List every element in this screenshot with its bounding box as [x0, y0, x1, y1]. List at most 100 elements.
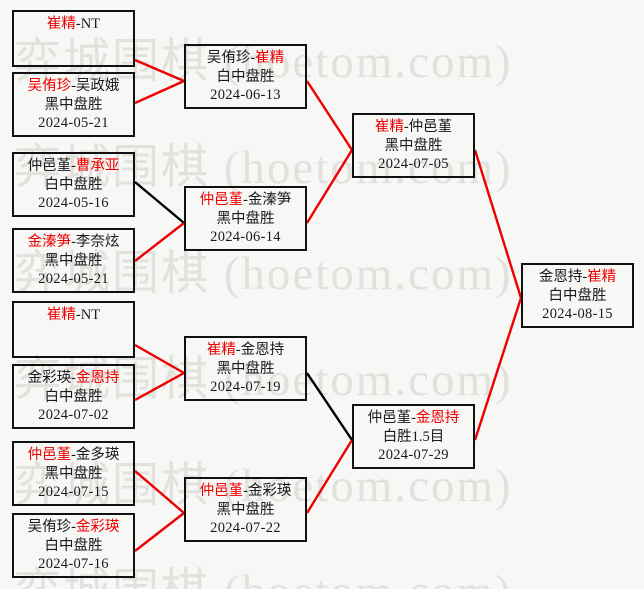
- player-separator: -: [403, 119, 409, 135]
- player-left: 崔精: [206, 342, 236, 358]
- match-date: 2024-08-15: [542, 306, 613, 322]
- player-separator: -: [71, 234, 76, 250]
- player-left: 仲邑堇: [199, 483, 244, 499]
- match-result: 黑中盘胜: [384, 137, 443, 154]
- match-date: 2024-07-02: [38, 407, 109, 423]
- match-result: 黑中盘胜: [216, 210, 275, 227]
- match-box[interactable]: 金溱笋-李奈炫黑中盘胜 2024-05-21: [12, 228, 135, 293]
- match-date: 2024-05-21: [38, 271, 109, 287]
- match-result: 黑中盘胜: [216, 360, 275, 377]
- match-date: 2024-05-16: [38, 195, 109, 211]
- match-players: 仲邑堇-金恩持: [354, 409, 473, 428]
- connector-line: [134, 181, 185, 224]
- player-left: 吴侑珍: [206, 50, 251, 66]
- player-left: 金恩持: [538, 269, 583, 285]
- connector-line: [134, 58, 185, 83]
- connector-line: [134, 343, 185, 375]
- match-box[interactable]: 金恩持-崔精白中盘胜 2024-08-15: [521, 263, 634, 328]
- match-result: 白中盘胜: [216, 68, 275, 85]
- match-date: 2024-05-21: [38, 115, 109, 131]
- player-separator: -: [71, 158, 76, 174]
- match-box[interactable]: 崔精-NT: [12, 301, 135, 358]
- player-right: 金溱笋: [247, 192, 292, 208]
- player-separator: -: [71, 519, 76, 535]
- player-separator: -: [75, 307, 81, 323]
- player-left: 仲邑堇: [27, 447, 72, 463]
- match-players: 仲邑堇-金彩瑛: [186, 482, 305, 501]
- match-date: 2024-07-15: [38, 484, 109, 500]
- match-box[interactable]: 崔精-NT: [12, 10, 135, 67]
- connector-line: [306, 372, 353, 441]
- match-date: 2024-07-05: [378, 156, 449, 172]
- connector-line: [134, 512, 185, 552]
- player-right: 金彩瑛: [247, 483, 292, 499]
- connector-line: [473, 149, 523, 299]
- match-players: 金恩持-崔精: [523, 268, 632, 287]
- match-players: 崔精-NT: [14, 306, 133, 325]
- match-result: 白中盘胜: [44, 176, 103, 193]
- match-date: 2024-06-14: [210, 229, 281, 245]
- match-result: 白中盘胜: [44, 388, 103, 405]
- player-left: 仲邑堇: [367, 410, 412, 426]
- match-date: 2024-07-29: [378, 447, 449, 463]
- player-right: 吴政娥: [75, 78, 120, 94]
- connector-line: [305, 149, 354, 224]
- player-separator: -: [71, 370, 76, 386]
- player-separator: -: [71, 447, 76, 463]
- player-separator: -: [75, 16, 81, 32]
- match-players: 金溱笋-李奈炫: [14, 233, 133, 252]
- player-left: 吴侑珍: [27, 78, 72, 94]
- match-result: 黑中盘胜: [216, 501, 275, 518]
- player-left: 吴侑珍: [27, 519, 72, 535]
- player-separator: -: [235, 342, 241, 358]
- player-right: NT: [80, 307, 101, 323]
- match-date: 2024-07-16: [38, 556, 109, 572]
- connector-line: [473, 297, 523, 441]
- match-date: 2024-07-19: [210, 379, 281, 395]
- match-result: 白中盘胜: [548, 287, 607, 304]
- player-right: 金恩持: [75, 370, 120, 386]
- match-players: 仲邑堇-曹承亚: [14, 157, 133, 176]
- match-result: 白胜1.5目: [382, 428, 445, 445]
- match-result: 黑中盘胜: [44, 465, 103, 482]
- match-date: 2024-06-13: [210, 87, 281, 103]
- match-players: 仲邑堇-金多瑛: [14, 446, 133, 465]
- player-separator: -: [243, 483, 248, 499]
- player-separator: -: [582, 269, 588, 285]
- match-box[interactable]: 吴侑珍-崔精白中盘胜 2024-06-13: [184, 44, 307, 109]
- player-left: 崔精: [46, 16, 76, 32]
- player-right: 崔精: [255, 50, 285, 66]
- connector-line: [134, 470, 185, 514]
- player-right: 仲邑堇: [408, 119, 453, 135]
- match-result: 黑中盘胜: [44, 252, 103, 269]
- player-right: 曹承亚: [75, 158, 120, 174]
- match-players: 崔精-仲邑堇: [354, 118, 473, 137]
- match-players: 金彩瑛-金恩持: [14, 369, 133, 388]
- match-box[interactable]: 仲邑堇-金恩持白胜1.5目 2024-07-29: [352, 404, 475, 469]
- player-right: 金多瑛: [75, 447, 120, 463]
- player-right: 金恩持: [240, 342, 285, 358]
- match-players: 吴侑珍-崔精: [186, 49, 305, 68]
- player-left: 金彩瑛: [27, 370, 72, 386]
- connector-line: [305, 439, 354, 514]
- match-players: 吴侑珍-吴政娥: [14, 77, 133, 96]
- player-left: 仲邑堇: [199, 192, 244, 208]
- match-players: 崔精-金恩持: [186, 341, 305, 360]
- player-left: 金溱笋: [27, 234, 72, 250]
- player-separator: -: [71, 78, 76, 94]
- player-left: 仲邑堇: [27, 158, 72, 174]
- match-players: 吴侑珍-金彩瑛: [14, 518, 133, 537]
- player-right: 金恩持: [415, 410, 460, 426]
- connector-line: [134, 222, 185, 262]
- player-left: 崔精: [374, 119, 404, 135]
